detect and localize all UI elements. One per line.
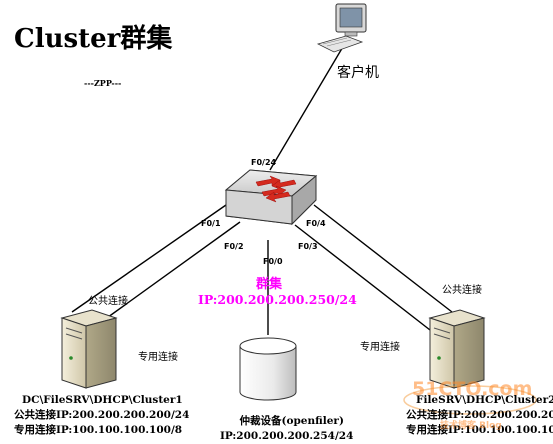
right-server-name: FileSRV\DHCP\Cluster2 bbox=[416, 394, 553, 406]
right-private-label: 专用连接 bbox=[360, 342, 400, 353]
port-f0-0: F0/0 bbox=[263, 257, 283, 266]
watermark-logo-icon bbox=[403, 385, 537, 415]
left-public-label: 公共连接 bbox=[88, 296, 128, 307]
link-f0-3 bbox=[294, 224, 431, 331]
client-label: 客户机 bbox=[337, 65, 379, 81]
arbiter-name: 仲裁设备(openfiler) bbox=[239, 415, 344, 427]
author-label: ---ZPP--- bbox=[84, 78, 122, 88]
link-f0-4 bbox=[313, 204, 453, 313]
uplink-line bbox=[269, 44, 345, 171]
left-server-private-ip: 专用连接IP:100.100.100.100/8 bbox=[14, 424, 183, 436]
left-private-label: 专用连接 bbox=[138, 352, 178, 363]
right-server-private-ip: 专用连接IP:100.100.100.100/8 bbox=[406, 424, 553, 436]
port-f0-24: F0/24 bbox=[251, 158, 277, 167]
left-server-info: DC\FileSRV\DHCP\Cluster1 公共连接IP:200.200.… bbox=[14, 393, 189, 438]
link-f0-1 bbox=[71, 204, 227, 313]
cluster-ip: IP:200.200.200.250/24 bbox=[198, 292, 357, 307]
watermark-sub: 技术博客 Blog bbox=[440, 421, 502, 431]
switch-icon bbox=[224, 169, 318, 226]
client-computer-icon bbox=[316, 3, 367, 53]
left-server-icon bbox=[60, 309, 118, 389]
arbiter-disk-icon bbox=[239, 337, 297, 401]
port-f0-4: F0/4 bbox=[306, 219, 326, 228]
links bbox=[71, 44, 453, 335]
arbiter-ip: IP:200.200.200.254/24 bbox=[220, 430, 354, 442]
arbiter-info: 仲裁设备(openfiler) IP:200.200.200.254/24 bbox=[220, 414, 353, 444]
left-server-public-ip: 公共连接IP:200.200.200.200/24 bbox=[14, 409, 190, 421]
cluster-name: 群集 bbox=[256, 277, 283, 292]
right-public-label: 公共连接 bbox=[442, 285, 482, 296]
port-f0-3: F0/3 bbox=[298, 242, 318, 251]
page-title: Cluster群集 bbox=[14, 24, 173, 54]
right-server-info: FileSRV\DHCP\Cluster2 公共连接IP:200.200.200… bbox=[406, 393, 553, 438]
port-f0-1: F0/1 bbox=[201, 219, 221, 228]
link-f0-2 bbox=[103, 221, 241, 321]
left-server-name: DC\FileSRV\DHCP\Cluster1 bbox=[22, 394, 183, 406]
right-server-icon bbox=[428, 309, 486, 389]
right-server-public-ip: 公共连接IP:200.200.200.201 bbox=[406, 409, 553, 421]
watermark-text: 51CTO.com bbox=[412, 378, 533, 400]
port-f0-2: F0/2 bbox=[224, 242, 244, 251]
